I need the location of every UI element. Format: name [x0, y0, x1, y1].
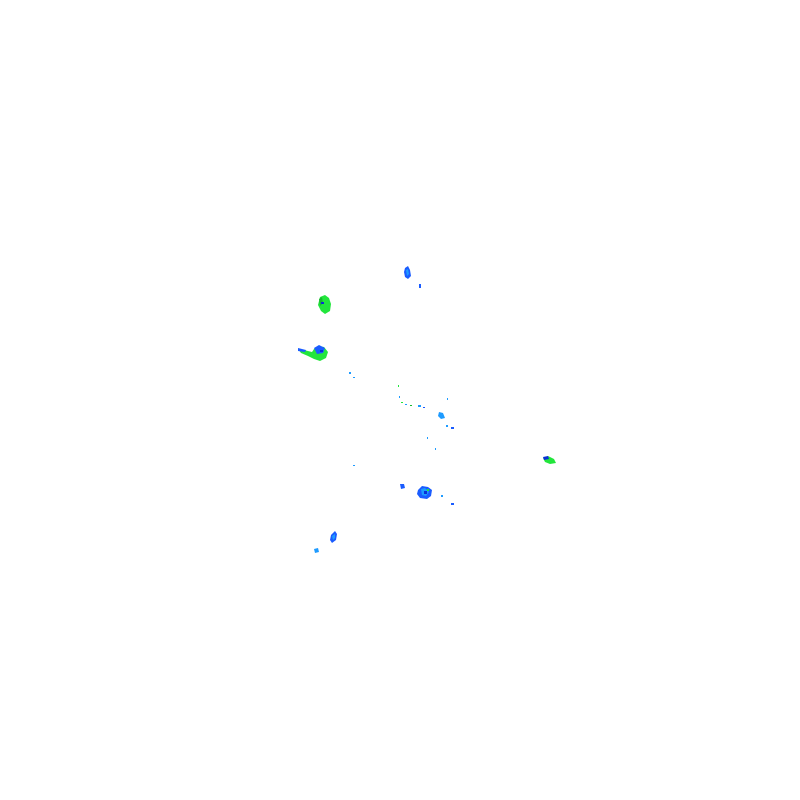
echo-cluster-north [404, 266, 421, 288]
echo-cluster-northwest [318, 295, 331, 314]
echo-cluster-east [543, 456, 556, 464]
echo-cluster-south-center [400, 484, 454, 505]
echo-cluster-west [298, 345, 328, 361]
echo-scatter-center [349, 372, 454, 466]
echo-cluster-southwest [314, 531, 337, 553]
